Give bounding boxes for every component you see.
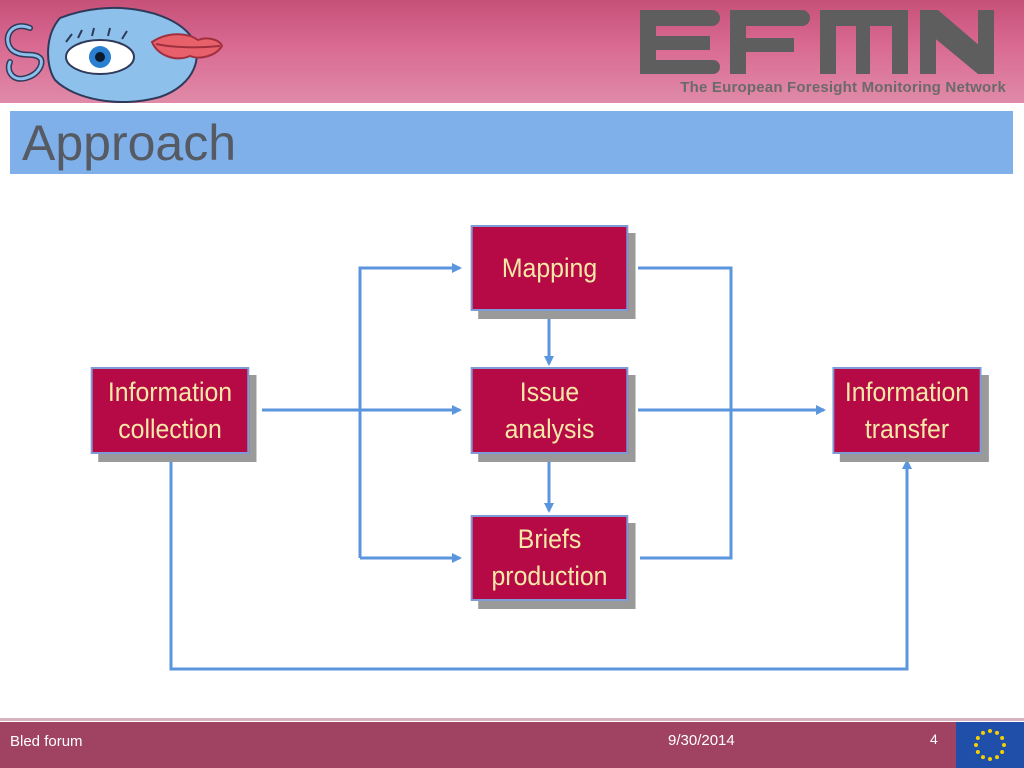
- footer-event: Bled forum: [10, 733, 83, 750]
- eu-star-icon: [1000, 750, 1005, 754]
- header-divider: [0, 103, 1024, 109]
- node-information-transfer-line-1: Information: [844, 376, 970, 407]
- tagline: The European Foresight Monitoring Networ…: [680, 79, 1006, 96]
- eu-star-icon: [974, 743, 978, 747]
- eu-star-icon: [995, 730, 999, 735]
- node-mapping: Mapping: [470, 225, 629, 311]
- eu-star-icon: [981, 730, 985, 735]
- eu-star-icon: [975, 750, 980, 754]
- eu-star-icon: [988, 729, 992, 733]
- eu-flag-icon: [956, 722, 1024, 768]
- eu-star-icon: [981, 755, 985, 760]
- node-information-transfer-line-2: transfer: [864, 413, 950, 444]
- node-briefs-production: Briefs production: [470, 515, 629, 601]
- title-band: [10, 111, 1013, 174]
- node-issue-analysis: Issue analysis: [470, 367, 629, 454]
- footer-date: 9/30/2014: [668, 732, 735, 749]
- eu-star-icon: [1002, 743, 1006, 747]
- node-issue-analysis-line-2: analysis: [504, 413, 595, 444]
- efmn-logo: [640, 10, 994, 74]
- slide-title: Approach: [22, 115, 237, 171]
- footer-band: [0, 722, 1024, 768]
- node-information-transfer: Information transfer: [832, 367, 982, 454]
- node-information-collection-line-1: Information: [107, 376, 233, 407]
- eu-star-icon: [988, 757, 992, 761]
- eu-star-icon: [975, 736, 980, 740]
- node-issue-analysis-line-1: Issue: [519, 376, 580, 407]
- node-information-collection: Information collection: [90, 367, 250, 454]
- node-information-collection-line-2: collection: [118, 413, 222, 444]
- node-briefs-production-line-2: production: [491, 561, 608, 591]
- connector-bus-mapping: [358, 263, 462, 558]
- node-mapping-line-1: Mapping: [501, 252, 598, 283]
- connector-mapping-right: [638, 266, 733, 560]
- node-briefs-production-line-1: Briefs: [517, 524, 582, 554]
- connector-collection-transfer: [169, 456, 912, 671]
- page-number: 4: [930, 731, 938, 747]
- fish-face-icon: [4, 7, 224, 103]
- footer-divider: [0, 718, 1024, 721]
- eu-star-icon: [1000, 736, 1005, 740]
- eu-star-icon: [995, 755, 999, 760]
